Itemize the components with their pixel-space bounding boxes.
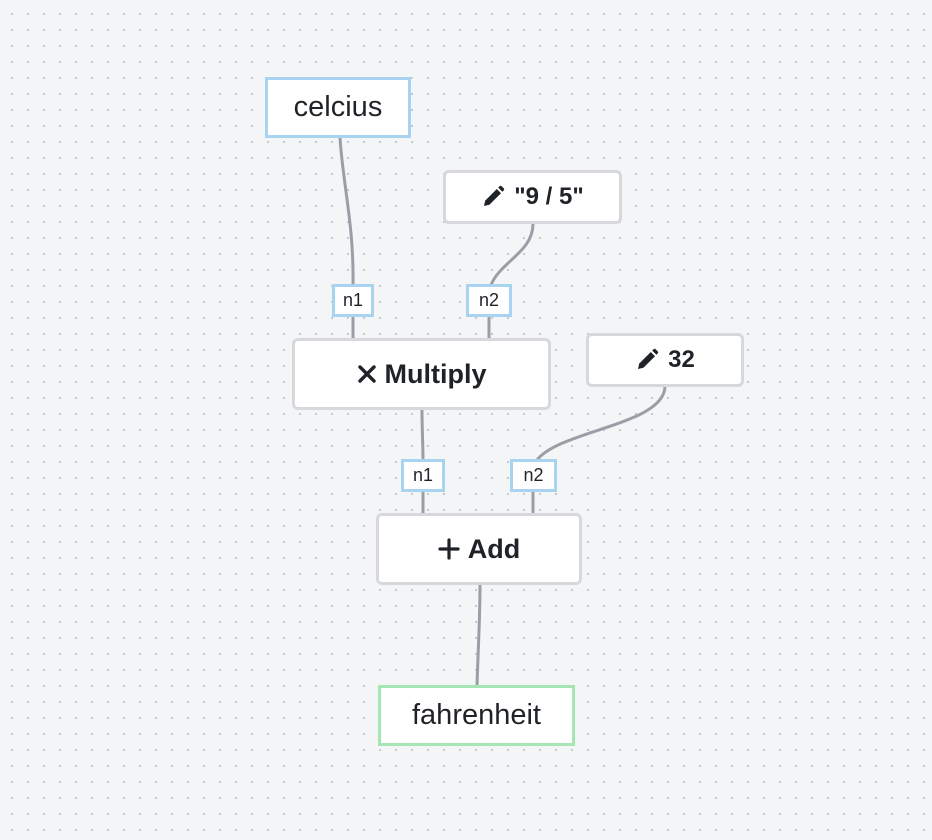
variable-label: celcius [293,91,383,123]
times-icon [357,364,377,384]
port-label: n1 [342,290,364,310]
edge-ratio-to-multiply-n2 [489,222,535,287]
constant-value: 32 [668,346,695,373]
operator-node-multiply[interactable]: Multiply [292,338,551,410]
edge-offset-to-add-n2 [535,384,667,462]
edge-multiply-to-add-n1 [420,408,425,462]
operator-label: Multiply [384,358,487,389]
variable-label: fahrenheit [412,699,541,731]
port-label: n2 [523,465,544,485]
plus-icon [438,538,460,560]
variable-node-celcius[interactable]: celcius [265,77,411,138]
operator-node-add[interactable]: Add [376,513,582,585]
pencil-icon[interactable] [635,348,659,372]
multiply-port-n1[interactable]: n1 [332,284,374,317]
edge-add-to-fahrenheit [475,582,482,688]
constant-value: "9 / 5" [514,183,584,210]
add-port-n2[interactable]: n2 [510,459,557,492]
pencil-icon[interactable] [481,185,505,209]
variable-node-fahrenheit[interactable]: fahrenheit [378,685,575,746]
port-label: n1 [412,465,434,485]
constant-node-ratio[interactable]: "9 / 5" [443,170,622,224]
multiply-port-n2[interactable]: n2 [466,284,512,317]
constant-node-offset[interactable]: 32 [586,333,744,387]
port-label: n2 [478,290,500,310]
edge-celcius-to-multiply-n1 [338,136,355,287]
add-port-n1[interactable]: n1 [401,459,445,492]
operator-label: Add [467,533,521,564]
